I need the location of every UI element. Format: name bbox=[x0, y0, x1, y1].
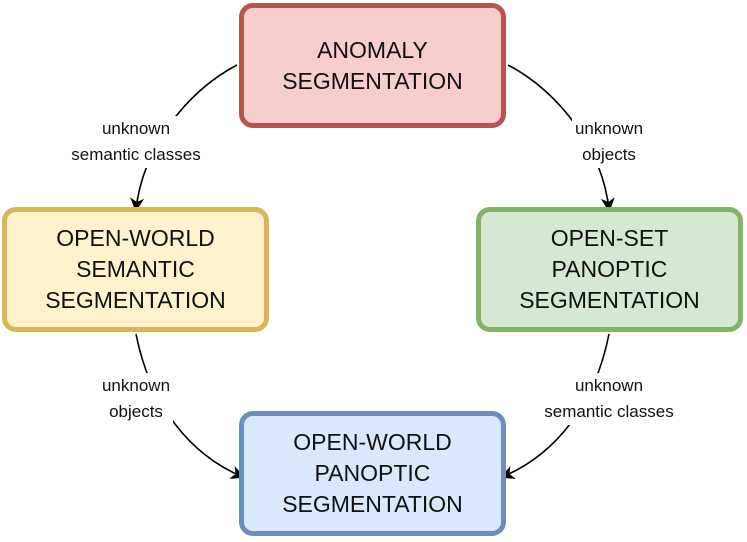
node-anomaly-label: ANOMALY SEGMENTATION bbox=[282, 36, 463, 94]
node-osp-label: OPEN-SET PANOPTIC SEGMENTATION bbox=[519, 225, 700, 313]
node-open-world-semantic-segmentation: OPEN-WORLD SEMANTIC SEGMENTATION bbox=[2, 207, 269, 332]
node-open-set-panoptic-segmentation: OPEN-SET PANOPTIC SEGMENTATION bbox=[476, 207, 743, 332]
edge-label-anomaly-to-ows: unknown semantic classes bbox=[68, 116, 204, 168]
edge-label-ows-to-owp: unknown objects bbox=[98, 373, 174, 425]
node-anomaly-segmentation: ANOMALY SEGMENTATION bbox=[239, 3, 506, 128]
edge-label-anomaly-to-osp: unknown objects bbox=[571, 116, 647, 168]
edge-ows-to-owp bbox=[135, 333, 245, 479]
node-ows-label: OPEN-WORLD SEMANTIC SEGMENTATION bbox=[45, 225, 226, 313]
node-open-world-panoptic-segmentation: OPEN-WORLD PANOPTIC SEGMENTATION bbox=[239, 411, 506, 536]
node-owp-label: OPEN-WORLD PANOPTIC SEGMENTATION bbox=[282, 429, 463, 517]
edge-label-osp-to-owp: unknown semantic classes bbox=[541, 373, 677, 425]
